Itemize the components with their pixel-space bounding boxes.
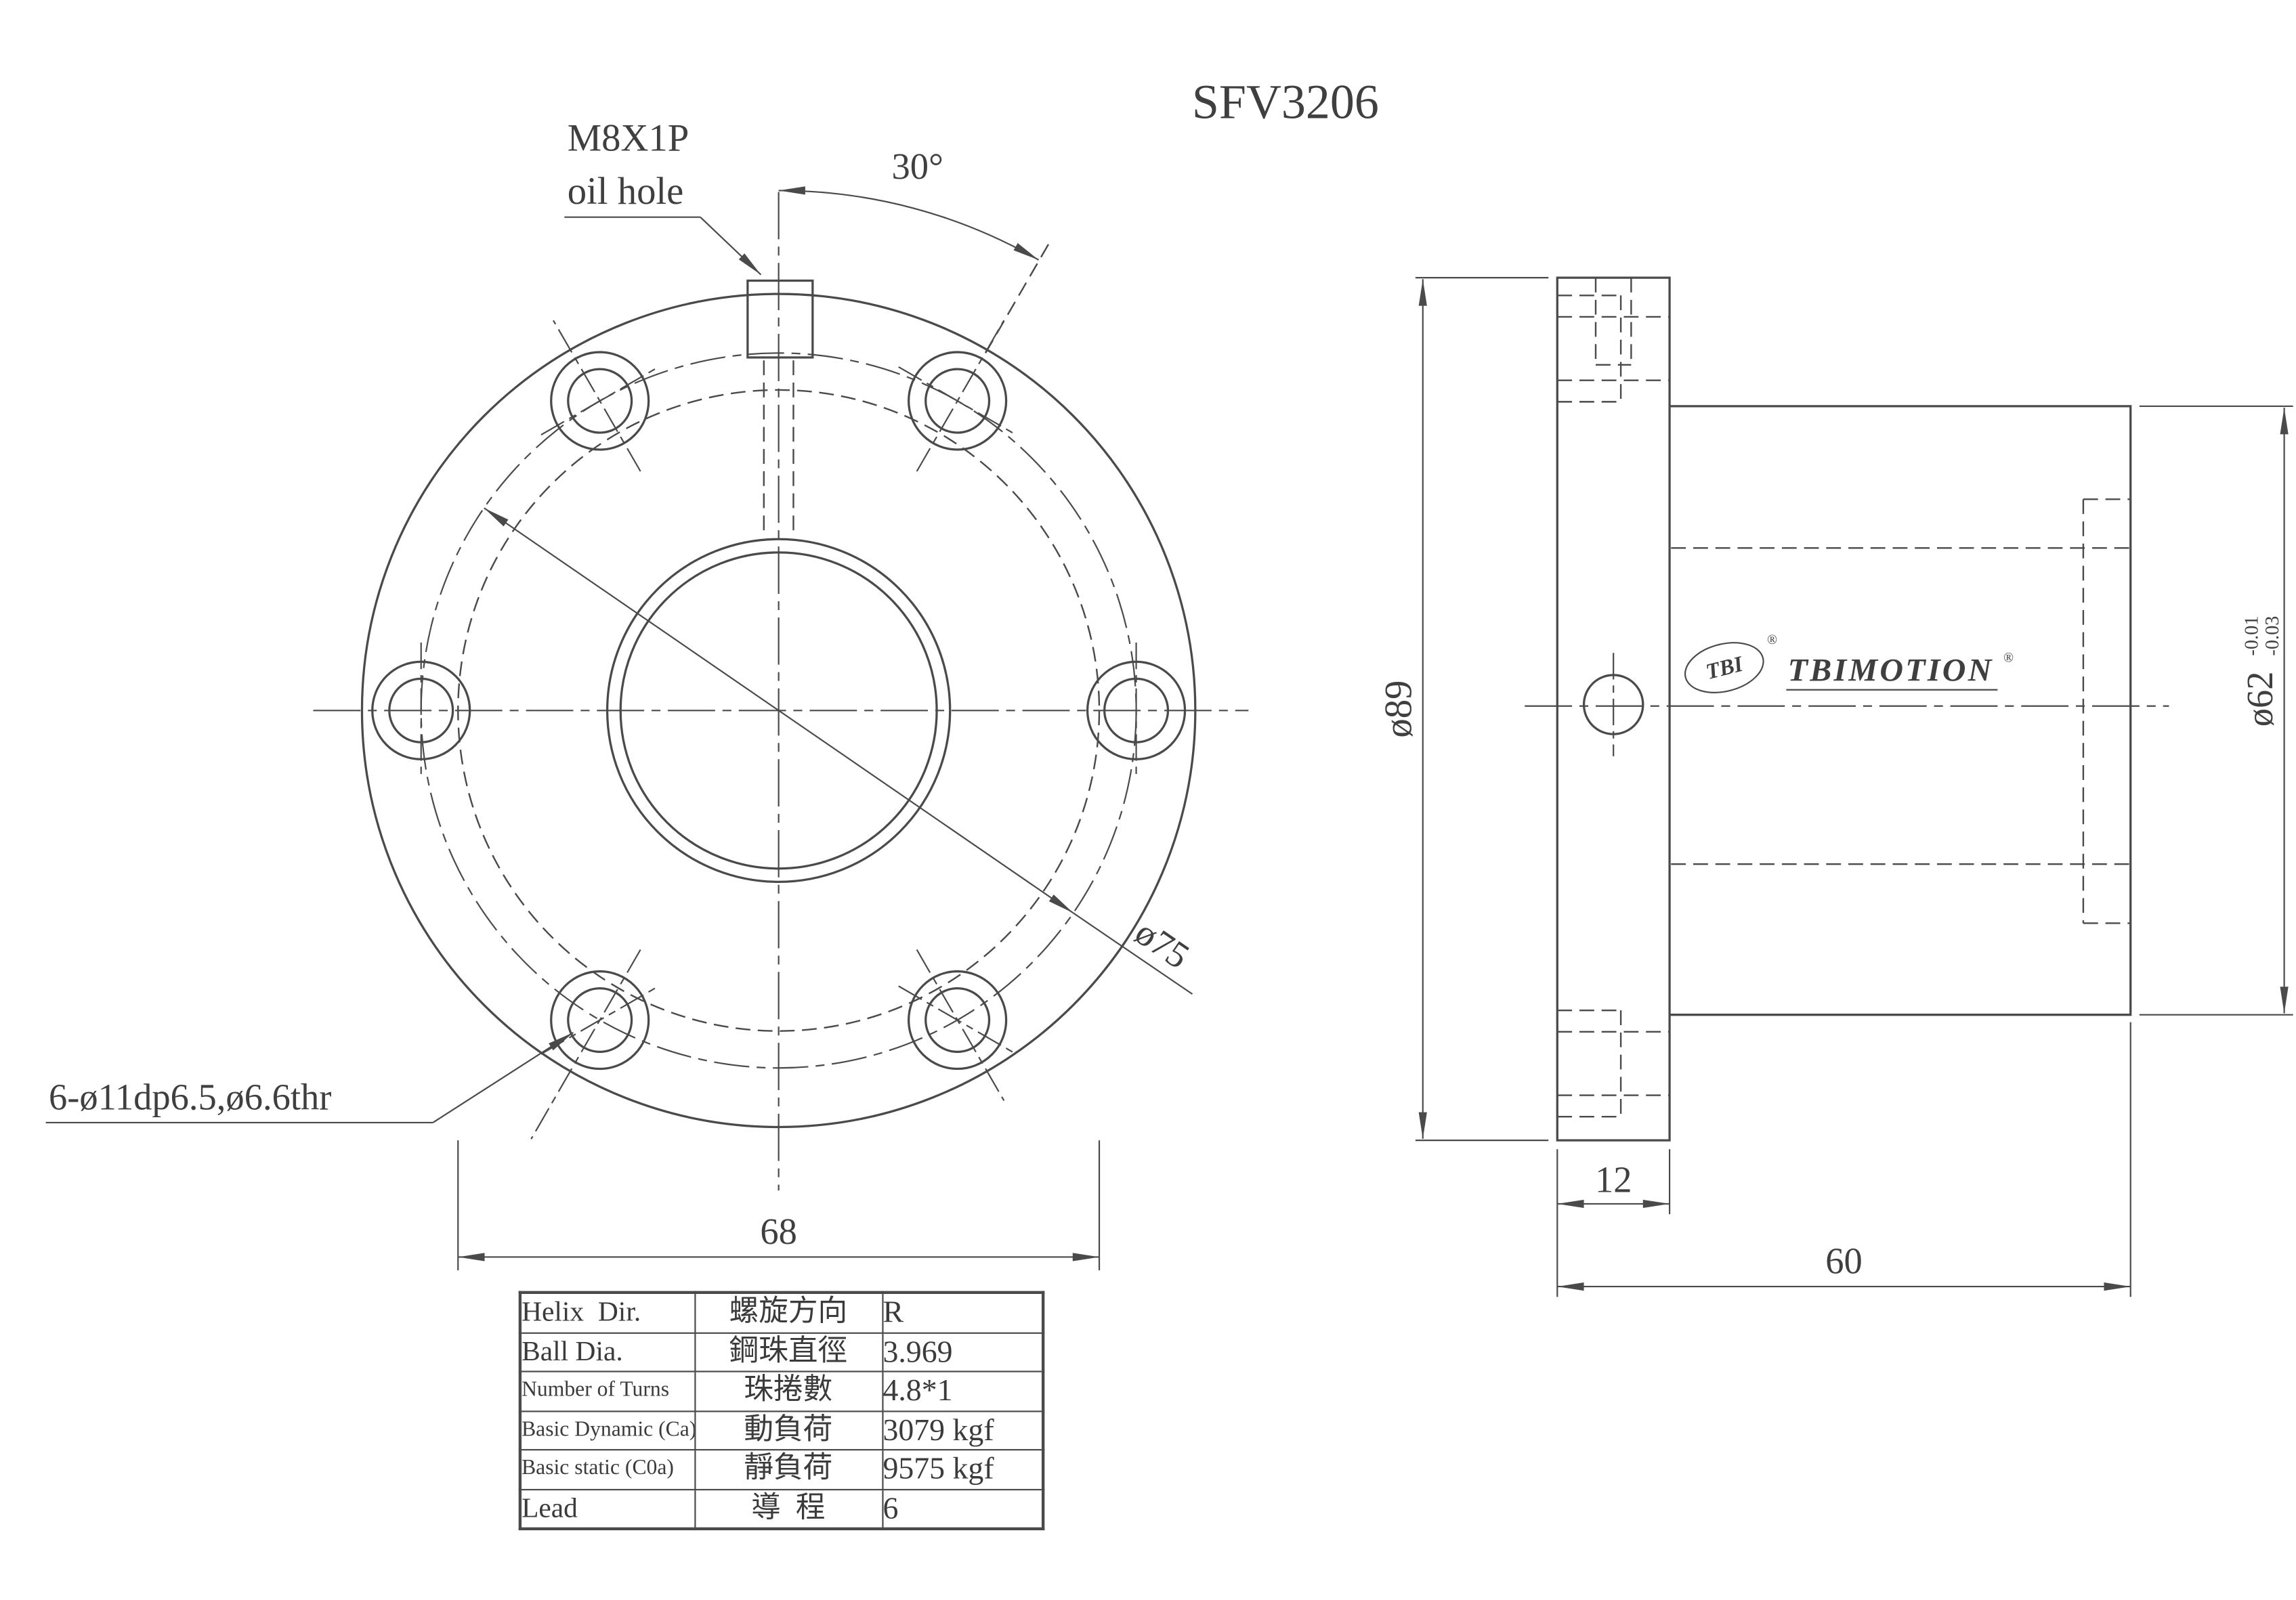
tbimotion-logo: TBI ® TBIMOTION ® (1684, 633, 2014, 693)
flange-outline (1556, 276, 1671, 1142)
width-dimension-label: 68 (760, 1211, 797, 1252)
bolt-hole-lower-right (898, 949, 1017, 1101)
spec-value: 9575 kgf (881, 1449, 1044, 1490)
spec-name-zh: 靜負荷 (694, 1449, 883, 1490)
table-row-ball-dia: Ball Dia. 鋼珠直徑 3.969 (519, 1331, 1044, 1372)
table-row-dynamic-load: Basic Dynamic (Ca) 動負荷 3079 kgf (519, 1410, 1044, 1451)
flange-dia-label: ø89 (1377, 680, 1420, 738)
tbi-badge-text: TBI (1703, 652, 1746, 685)
flange-thickness-dimension: 12 (1556, 1149, 1671, 1297)
bolt-holes-callout: 6-ø11dp6.5,ø6.6thr (45, 1031, 574, 1124)
angle-dimension-label: 30° (892, 146, 943, 187)
angle-dimension: 30° (778, 146, 1052, 353)
table-row-lead: Lead 導 程 6 (519, 1488, 1044, 1530)
table-row-turns: Number of Turns 珠捲數 4.8*1 (519, 1370, 1044, 1412)
flange-outer-circle (360, 293, 1197, 1129)
table-row-static-load: Basic static (C0a) 靜負荷 9575 kgf (519, 1449, 1044, 1490)
spec-name-en: Helix Dir. (519, 1291, 696, 1333)
body-length-dimension: 60 (1557, 1022, 2131, 1297)
spec-value: 4.8*1 (881, 1370, 1044, 1412)
bolt-hole-lower-left (530, 949, 660, 1140)
side-oil-hole (1582, 653, 1644, 756)
spec-name-en: Basic static (C0a) (519, 1449, 696, 1490)
tbi-badge-ellipse (1684, 642, 1764, 693)
spec-name-en: Ball Dia. (519, 1331, 696, 1372)
spec-name-zh: 鋼珠直徑 (694, 1331, 883, 1372)
front-view: 30° ø75 68 M8X1P oil hole 6-ø11dp6.5,ø6.… (45, 117, 1249, 1271)
bolt-hole-upper-right (898, 320, 1017, 472)
spec-name-en: Number of Turns (519, 1370, 696, 1412)
spec-name-zh: 珠捲數 (694, 1370, 883, 1412)
hidden-bolt-hole-top (1557, 295, 1670, 403)
flange-dia-dimension: ø89 (1377, 277, 1549, 1142)
side-view: ø89 ø62 -0.01 -0.03 12 60 (1377, 276, 2293, 1297)
width-dimension: 68 (457, 1140, 1101, 1271)
bolt-hole-upper-left (540, 320, 660, 472)
spec-name-zh: 導 程 (694, 1488, 883, 1530)
body-dia-tol-lower: -0.03 (2262, 616, 2283, 656)
spec-name-en: Lead (519, 1488, 696, 1530)
oil-hole-callout-line2: oil hole (568, 170, 684, 213)
oil-hole (746, 279, 814, 538)
spec-value: 3.969 (881, 1331, 1044, 1372)
hidden-bolt-hole-bottom (1557, 1009, 1670, 1118)
bolt-hole-left (371, 642, 471, 779)
oil-hole-callout-line1: M8X1P (568, 117, 689, 160)
hidden-groove (2082, 498, 2131, 924)
body-dia-tol-upper: -0.01 (2241, 616, 2262, 656)
body-length-label: 60 (1825, 1240, 1863, 1281)
bolt-hole-right (1086, 642, 1187, 779)
spec-value: 3079 kgf (881, 1410, 1044, 1451)
pilot-circle-hidden (457, 389, 1101, 1032)
body-dia-dimension: ø62 -0.01 -0.03 (2139, 405, 2293, 1016)
brand-wordmark: TBIMOTION (1788, 653, 1994, 689)
oil-hole-callout: M8X1P oil hole (564, 117, 762, 276)
table-row-helix-dir: Helix Dir. 螺旋方向 R (519, 1291, 1044, 1333)
registered-mark-icon: ® (2003, 651, 2014, 665)
body-dia-label: ø62 (2239, 672, 2280, 727)
spec-name-zh: 動負荷 (694, 1410, 883, 1451)
hidden-oil-hole-top (1594, 278, 1632, 366)
registered-mark-icon: ® (1767, 633, 1777, 647)
spec-name-zh: 螺旋方向 (694, 1291, 883, 1333)
drawing-title: SFV3206 (1192, 75, 1379, 129)
body-outline (1670, 405, 2132, 1016)
bolt-holes-callout-text: 6-ø11dp6.5,ø6.6thr (49, 1076, 331, 1117)
spec-value: 6 (881, 1488, 1044, 1530)
spec-value: R (881, 1291, 1044, 1333)
spec-table: Helix Dir. 螺旋方向 R Ball Dia. 鋼珠直徑 3.969 N… (518, 1291, 1045, 1531)
flange-thickness-label: 12 (1595, 1159, 1632, 1200)
spec-name-en: Basic Dynamic (Ca) (519, 1410, 696, 1451)
pcd-dimension: ø75 (484, 507, 1197, 995)
